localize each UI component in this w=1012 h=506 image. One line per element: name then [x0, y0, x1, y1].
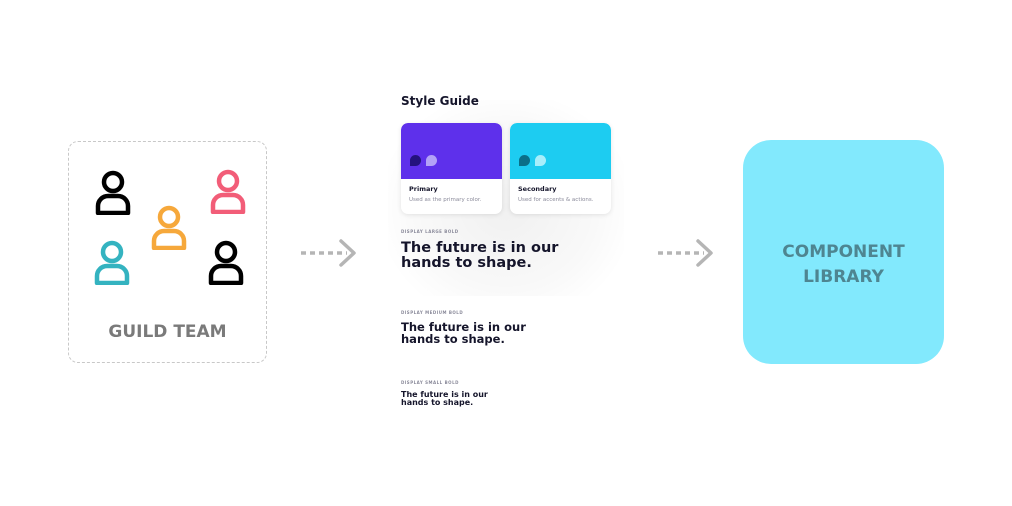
color-name: Primary — [409, 185, 438, 193]
type-style-label: DISPLAY LARGE BOLD — [401, 229, 459, 234]
person-icon — [210, 169, 246, 214]
dotted-arrow-right-icon — [301, 239, 356, 267]
drop-icon — [410, 155, 421, 166]
drop-icon — [519, 155, 530, 166]
drop-icon — [535, 155, 546, 166]
person-icon — [95, 170, 131, 215]
color-name: Secondary — [518, 185, 557, 193]
color-swatch — [510, 123, 611, 179]
color-card-secondary: Secondary Used for accents & actions. — [510, 123, 611, 214]
type-style-label: DISPLAY SMALL BOLD — [401, 380, 459, 385]
color-description: Used for accents & actions. — [518, 197, 594, 203]
type-sample-small: The future is in our hands to shape. — [401, 390, 488, 408]
person-icon — [151, 205, 187, 250]
dotted-arrow-right-icon — [658, 239, 713, 267]
component-library-box: COMPONENT LIBRARY — [743, 140, 944, 364]
type-style-label: DISPLAY MEDIUM BOLD — [401, 310, 464, 315]
type-sample-medium: The future is in our hands to shape. — [401, 320, 526, 347]
person-icon — [94, 240, 130, 285]
color-swatch — [401, 123, 502, 179]
drop-icon — [426, 155, 437, 166]
guild-team-label: GUILD TEAM — [108, 322, 227, 342]
guild-team-box: GUILD TEAM — [68, 141, 267, 363]
style-guide-title: Style Guide — [401, 94, 479, 108]
component-library-label: COMPONENT LIBRARY — [782, 242, 905, 287]
color-description: Used as the primary color. — [409, 197, 482, 203]
color-card-primary: Primary Used as the primary color. — [401, 123, 502, 214]
person-icon — [208, 240, 244, 285]
type-sample-large: The future is in our hands to shape. — [401, 240, 559, 272]
